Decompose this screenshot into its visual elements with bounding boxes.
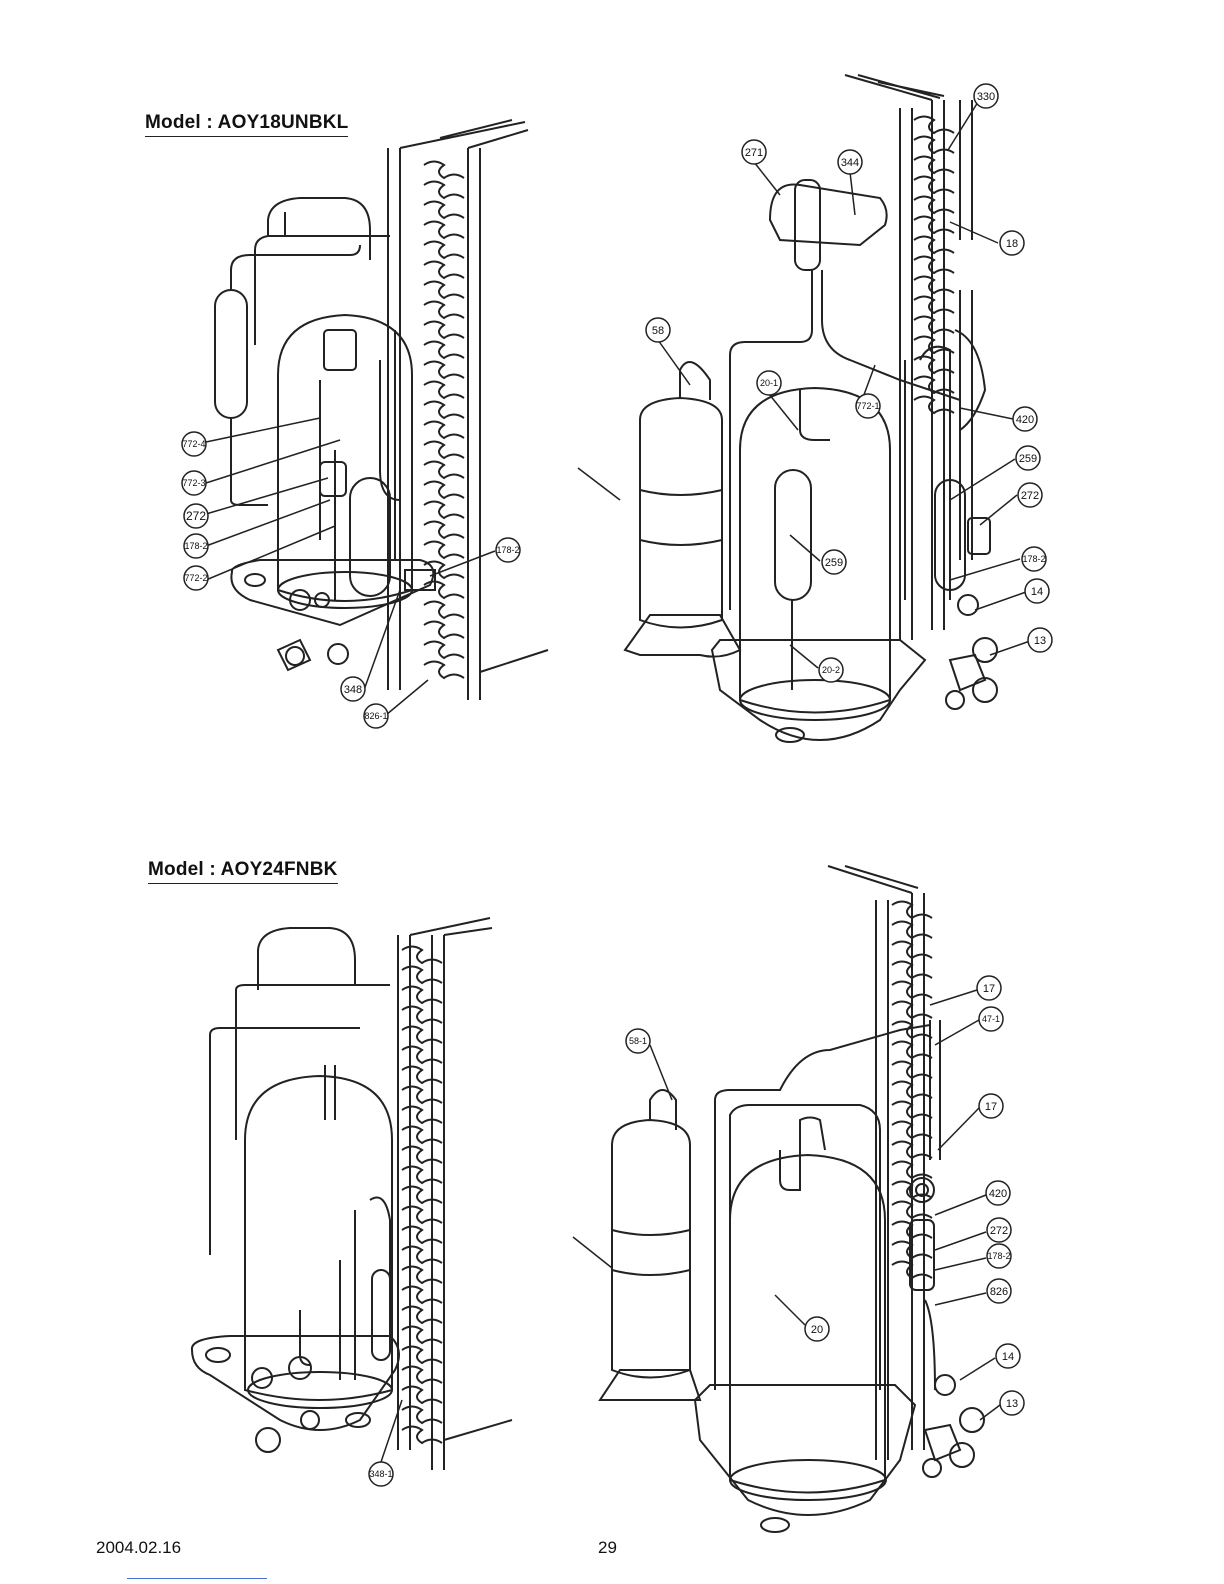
callout-330: 330 bbox=[977, 91, 995, 103]
aoy24-left-view bbox=[192, 918, 512, 1470]
callout-348-1: 348-1 bbox=[369, 1469, 392, 1479]
callout-772-2: 772-2 bbox=[184, 573, 207, 583]
callout-826-1: 826-1 bbox=[364, 711, 387, 721]
callout-58-1: 58-1 bbox=[629, 1036, 647, 1046]
callout-178-2: 178-2 bbox=[987, 1251, 1010, 1261]
callout-17: 17 bbox=[985, 1101, 997, 1113]
aoy18-right-callouts bbox=[646, 84, 1052, 682]
callout-14: 14 bbox=[1031, 586, 1043, 598]
callout-344: 344 bbox=[841, 157, 859, 169]
callout-272: 272 bbox=[1021, 490, 1039, 502]
callout-348: 348 bbox=[344, 684, 362, 696]
callout-20-2: 20-2 bbox=[822, 665, 840, 675]
callout-272: 272 bbox=[990, 1225, 1008, 1237]
callout-18: 18 bbox=[1006, 238, 1018, 250]
callout-20: 20 bbox=[811, 1324, 823, 1336]
callout-58: 58 bbox=[652, 325, 664, 337]
callout-178-2: 178-2 bbox=[496, 545, 519, 555]
callout-14: 14 bbox=[1002, 1351, 1014, 1363]
aoy24-right-callouts bbox=[626, 976, 1024, 1415]
aoy18-right-view bbox=[625, 75, 997, 742]
callout-259: 259 bbox=[825, 557, 843, 569]
callout-826: 826 bbox=[990, 1286, 1008, 1298]
aoy18-left-view bbox=[215, 120, 548, 700]
page-number: 29 bbox=[598, 1538, 617, 1558]
callout-271: 271 bbox=[745, 147, 763, 159]
callout-772-4: 772-4 bbox=[182, 439, 205, 449]
callout-420: 420 bbox=[1016, 414, 1034, 426]
footer-link-underline[interactable] bbox=[127, 1578, 267, 1579]
callout-420: 420 bbox=[989, 1188, 1007, 1200]
callout-20-1: 20-1 bbox=[760, 378, 778, 388]
callout-259: 259 bbox=[1019, 453, 1037, 465]
callout-178-2: 178-2 bbox=[1022, 554, 1045, 564]
callout-772-3: 772-3 bbox=[182, 478, 205, 488]
callout-13: 13 bbox=[1034, 635, 1046, 647]
aoy24-right-view bbox=[600, 866, 984, 1532]
callout-13: 13 bbox=[1006, 1398, 1018, 1410]
callout-772-1: 772-1 bbox=[856, 401, 879, 411]
callout-178-2: 178-2 bbox=[184, 541, 207, 551]
callout-17: 17 bbox=[983, 983, 995, 995]
callout-47-1: 47-1 bbox=[982, 1014, 1000, 1024]
callout-272: 272 bbox=[186, 509, 206, 523]
footer-date: 2004.02.16 bbox=[96, 1538, 181, 1558]
